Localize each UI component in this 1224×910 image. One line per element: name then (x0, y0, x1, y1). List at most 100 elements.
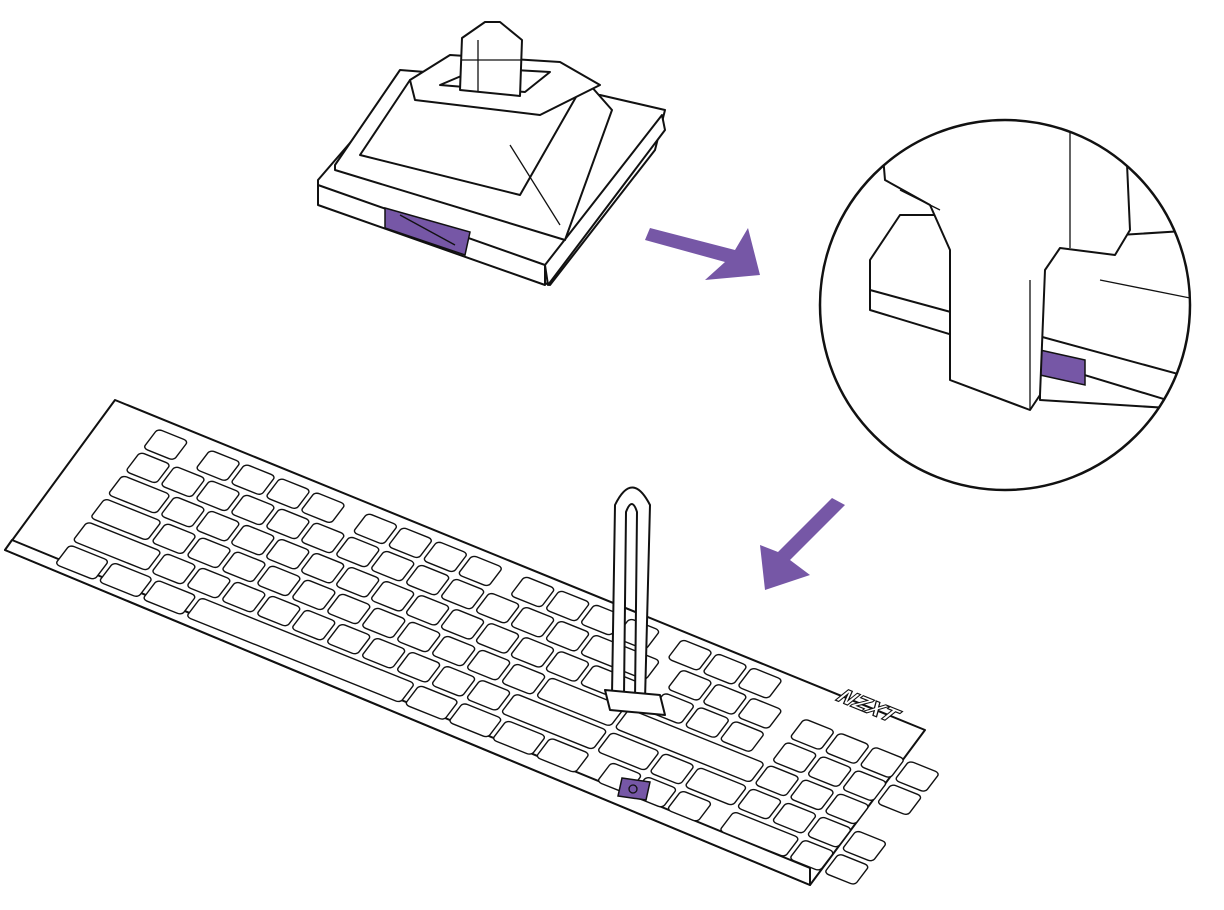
keycap (440, 578, 485, 610)
keycap (737, 667, 782, 699)
keycap (388, 527, 433, 559)
keycap (772, 802, 817, 834)
keycap (230, 494, 275, 526)
keycap (221, 551, 266, 583)
keycap (396, 621, 441, 653)
keycap (789, 779, 834, 811)
keycap (151, 523, 196, 555)
keycap (300, 492, 345, 524)
keycap (684, 767, 747, 806)
keycap (536, 738, 590, 773)
key-puller (604, 486, 666, 716)
keycap (370, 580, 415, 612)
keycap (649, 753, 694, 785)
keycap (221, 581, 266, 613)
keycap (73, 522, 162, 571)
keycap (186, 537, 231, 569)
keycap (300, 552, 345, 584)
keycap (510, 637, 555, 669)
arrow-right-down-icon (645, 228, 760, 280)
keycap (702, 684, 747, 716)
keycap (396, 651, 441, 683)
keycap (326, 623, 371, 655)
keycap (160, 466, 205, 498)
keycap (685, 707, 730, 739)
keycap (789, 840, 834, 872)
keycap (431, 665, 476, 697)
magnified-view (818, 118, 1192, 492)
arrow-left-down-icon (760, 498, 845, 590)
keycap (195, 480, 240, 512)
keycap (667, 790, 712, 822)
keycap (125, 452, 170, 484)
keycap (597, 732, 660, 771)
keycap (790, 719, 835, 751)
keycap (492, 720, 546, 755)
keycap (807, 756, 852, 788)
keycap (510, 576, 555, 608)
keycap (99, 562, 153, 597)
keycap (300, 522, 345, 554)
keycap (160, 496, 205, 528)
keycap (615, 709, 765, 783)
keycap (431, 635, 476, 667)
keycap (501, 663, 546, 695)
keycap (545, 590, 590, 622)
keycap (151, 553, 196, 585)
keycap (405, 595, 450, 627)
keycap (186, 597, 415, 702)
keycap (256, 565, 301, 597)
mechanical-switch (317, 21, 666, 286)
keycap (440, 609, 485, 641)
keycap (824, 854, 869, 886)
keycap (186, 567, 231, 599)
keycap (423, 541, 468, 573)
keycap (510, 606, 555, 638)
keycap (291, 579, 336, 611)
keycap (466, 649, 511, 681)
keycap (737, 698, 782, 730)
keycap (265, 538, 310, 570)
keycap (143, 429, 188, 461)
magnifier-circle (818, 118, 1192, 492)
keycap (895, 761, 940, 793)
keycap (667, 639, 712, 671)
keycap (825, 733, 870, 765)
keycap (55, 545, 109, 580)
keycap (335, 566, 380, 598)
keycap (291, 609, 336, 641)
keycap (737, 788, 782, 820)
keycap (545, 651, 590, 683)
keycap (877, 784, 922, 816)
keycap (720, 721, 765, 753)
keycap (195, 510, 240, 542)
keycap (702, 653, 747, 685)
keycap (195, 450, 240, 482)
keycap (842, 770, 887, 802)
switch-latch-highlight (384, 207, 471, 256)
keycap (108, 475, 171, 514)
keycap (256, 595, 301, 627)
keycap (361, 607, 406, 639)
keycap (361, 637, 406, 669)
keycap (458, 555, 503, 587)
keycap (545, 620, 590, 652)
keycap (265, 508, 310, 540)
keycap (448, 703, 502, 738)
keycap (335, 536, 380, 568)
keycap (405, 685, 459, 720)
keycap (405, 564, 450, 596)
keycap (807, 816, 852, 848)
keycap (326, 593, 371, 625)
keycap (230, 524, 275, 556)
purple-key-highlight (617, 777, 651, 801)
keycap (90, 498, 161, 540)
keycap (475, 592, 520, 624)
keycap (536, 677, 625, 726)
keycap (842, 830, 887, 862)
keycap (860, 747, 905, 779)
keycap (475, 623, 520, 655)
keycap (754, 765, 799, 797)
keycap (719, 811, 799, 857)
